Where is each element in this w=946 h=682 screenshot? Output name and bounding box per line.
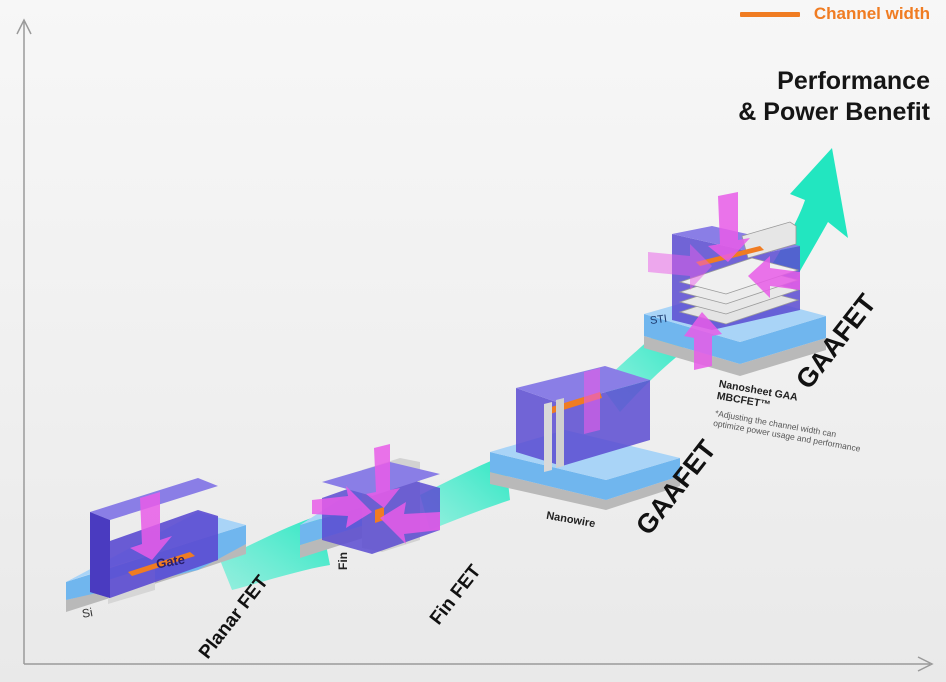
- headline: Performance & Power Benefit: [738, 66, 930, 128]
- channel-width-swatch: [739, 11, 800, 17]
- progress-path: [420, 455, 510, 530]
- sti-label: STI: [649, 312, 668, 328]
- fin-label: Fin: [336, 552, 350, 570]
- headline-line-2: & Power Benefit: [738, 98, 930, 126]
- si-label: Si: [80, 605, 94, 621]
- nanosheet-gaafet-structure: [644, 192, 826, 376]
- headline-line-1: Performance: [777, 67, 930, 95]
- y-axis-arrowhead: [16, 18, 32, 35]
- channel-width-label: Channel width: [813, 4, 930, 23]
- finfet-structure: [300, 444, 440, 558]
- planar-fet-structure: [66, 478, 246, 612]
- nanowire-gaafet-structure: [490, 366, 680, 510]
- x-axis-arrowhead: [917, 656, 934, 672]
- legend: Channel width: [739, 4, 930, 24]
